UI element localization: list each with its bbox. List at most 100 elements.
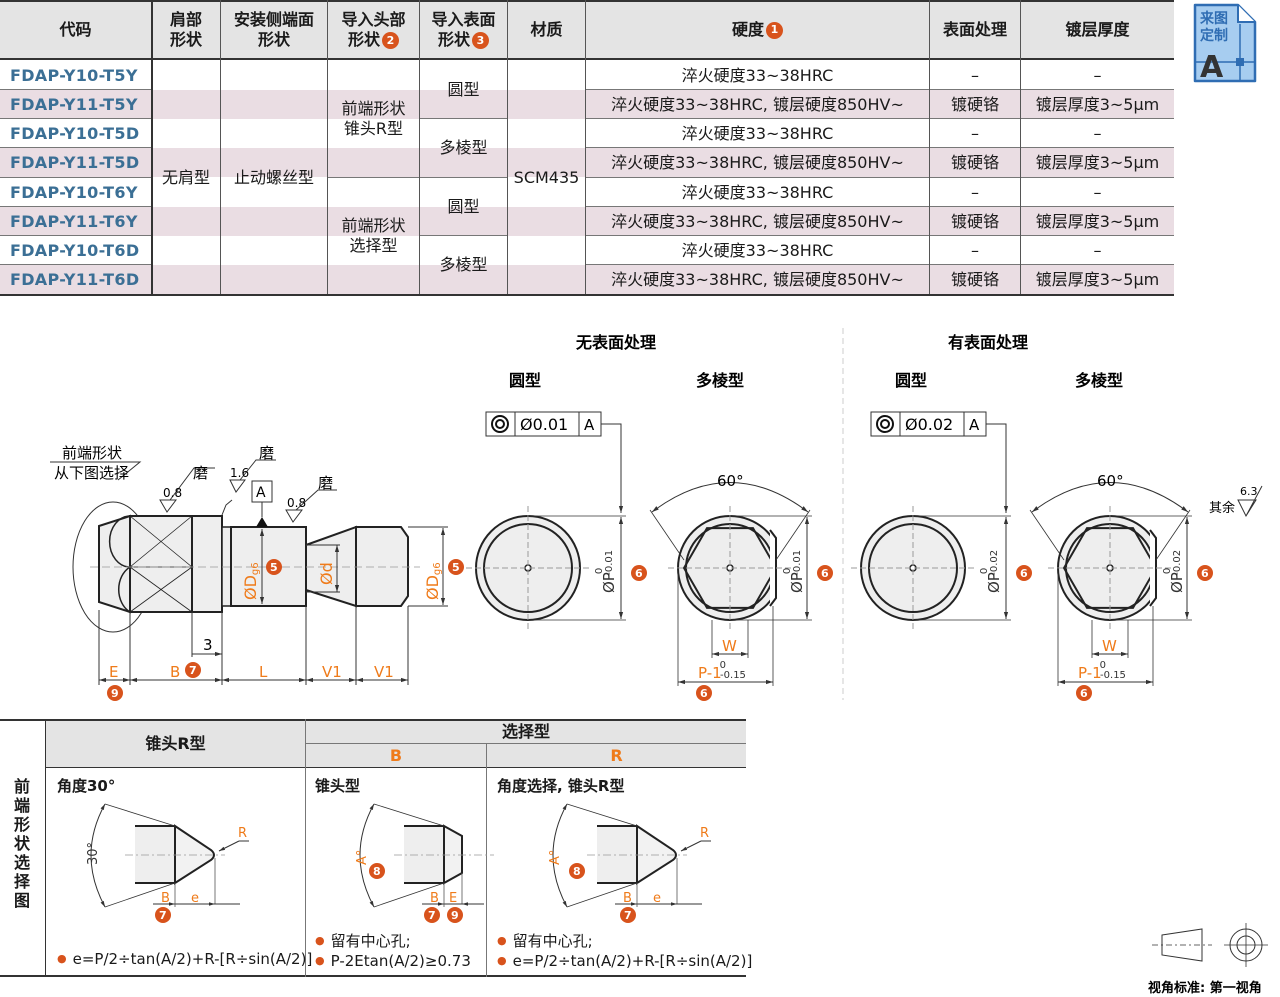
thickness-value: –: [1093, 65, 1102, 85]
dim-d: Ød: [317, 562, 336, 585]
dim-P: ØP0-0.01: [782, 550, 806, 593]
group-header-select: 选择型: [501, 722, 550, 741]
note-badge: 3: [472, 32, 489, 49]
dim-W: W: [722, 637, 737, 655]
lead-surface-value: 圆型: [447, 79, 480, 99]
badge-6: 6: [1020, 567, 1028, 580]
hardness-value: 淬火硬度33~38HRC: [681, 240, 834, 260]
dim-L: L: [259, 663, 268, 681]
thickness-value: –: [1093, 123, 1102, 143]
dim-P: ØP0-0.02: [1162, 550, 1186, 593]
note-badge: 1: [766, 21, 783, 39]
treatment-value: –: [971, 65, 979, 85]
treatment-value: 镀硬铬: [950, 269, 999, 289]
lead-surface-value: 圆型: [447, 196, 480, 216]
product-code[interactable]: FDAP-Y11-T5D: [10, 152, 140, 172]
roughness-value: 1.6: [230, 466, 249, 480]
technical-drawing: A 0.8 1.6 0.8 磨 磨 磨 前端形状 从下图选择 ØDg6 Ød Ø…: [50, 328, 1263, 701]
formula-note: e=P/2÷tan(A/2)+R-[R÷sin(A/2)]: [497, 952, 753, 970]
shape-title: 锥头型: [315, 777, 361, 795]
dim-B: B: [170, 663, 180, 681]
product-code[interactable]: FDAP-Y10-T6D: [10, 240, 140, 260]
formula-note: 留有中心孔;: [497, 930, 593, 951]
thickness-value: 镀层厚度3~5μm: [1035, 152, 1160, 172]
hardness-value: 淬火硬度33~38HRC: [681, 123, 834, 143]
lead-head-value: 前端形状 选择型: [341, 216, 406, 255]
product-code[interactable]: FDAP-Y11-T6Y: [10, 211, 138, 231]
badge-6: 6: [700, 687, 708, 700]
angle-60: 60°: [717, 472, 744, 490]
angle-label: 30°: [86, 842, 101, 865]
shape-title: 角度选择, 锥头R型: [497, 777, 625, 795]
dim-D: ØDg6: [241, 562, 261, 600]
hardness-value: 淬火硬度33~38HRC, 镀层硬度850HV~: [611, 269, 904, 289]
col-header-b: B: [389, 745, 403, 765]
badge-6: 6: [1080, 687, 1088, 700]
first-angle-projection-symbol: 视角标准: 第一视角: [1148, 923, 1268, 996]
custom-drawing-badge[interactable]: 来图 定制 A: [1192, 2, 1258, 84]
lead-surface-value: 多棱型: [439, 138, 488, 157]
treatment-value: –: [971, 123, 979, 143]
section-title: 无表面处理: [575, 333, 656, 352]
view-title: 圆型: [509, 371, 541, 390]
rest-label: 其余: [1209, 500, 1235, 516]
side-view: [72, 501, 420, 633]
hardness-value: 淬火硬度33~38HRC, 镀层硬度850HV~: [611, 94, 904, 114]
front-shape-side-title: 前端形状选择图: [13, 777, 30, 910]
angle-label: A°: [548, 850, 563, 865]
header-material: 材质: [530, 20, 563, 39]
thickness-value: 镀层厚度3~5μm: [1035, 211, 1160, 231]
hardness-value: 淬火硬度33~38HRC, 镀层硬度850HV~: [611, 211, 904, 231]
row-stripe: [0, 207, 1174, 236]
col-header-r: R: [610, 745, 623, 765]
table-header-bg: [0, 0, 1174, 60]
treatment-value: 镀硬铬: [950, 211, 999, 231]
thickness-value: 镀层厚度3~5μm: [1035, 94, 1160, 114]
section-title: 有表面处理: [948, 333, 1028, 352]
view-title: 圆型: [895, 371, 927, 390]
badge-6: 6: [635, 567, 643, 580]
view-title: 多棱型: [1075, 371, 1123, 390]
dim-P-1: P-10-0.15: [1078, 660, 1126, 682]
dim-P: ØP0-0.01: [594, 550, 618, 593]
dim-E: E: [449, 891, 457, 906]
badge-7: 7: [159, 909, 167, 922]
treatment-value: –: [971, 182, 979, 202]
dim-R: R: [700, 826, 709, 841]
product-code[interactable]: FDAP-Y10-T6Y: [10, 182, 138, 202]
treatment-value: 镀硬铬: [950, 152, 999, 172]
header-plating-thickness: 镀层厚度: [1065, 20, 1130, 39]
angle-60: 60°: [1097, 472, 1124, 490]
shape-title: 角度30°: [57, 777, 116, 795]
product-code[interactable]: FDAP-Y11-T5Y: [10, 94, 138, 114]
hardness-value: 淬火硬度33~38HRC, 镀层硬度850HV~: [611, 152, 904, 172]
dim-V1: V1: [374, 663, 394, 681]
badge-7: 7: [428, 909, 436, 922]
row-stripe: [0, 265, 1174, 294]
front-shape-table: 前端形状选择图 锥头R型 选择型 B R 角度30° 锥头型 角度选择, 锥头R…: [0, 719, 752, 977]
material-value: SCM435: [513, 167, 580, 187]
formula-note: 留有中心孔;: [315, 930, 411, 951]
product-code[interactable]: FDAP-Y10-T5Y: [10, 65, 138, 85]
treatment-value: –: [971, 240, 979, 260]
dim-B: B: [430, 891, 439, 906]
badge-8: 8: [573, 865, 581, 878]
dim-E: E: [109, 663, 118, 681]
dim-e: e: [191, 891, 199, 906]
thickness-value: –: [1093, 182, 1102, 202]
badge-5: 5: [270, 561, 278, 574]
header-mount-end: 安装侧端面 形状: [233, 10, 314, 49]
datum-label: A: [256, 485, 266, 501]
dim-3: 3: [203, 636, 213, 654]
product-code[interactable]: FDAP-Y10-T5D: [10, 123, 140, 143]
lead-head-value: 前端形状 锥头R型: [341, 99, 406, 138]
custom-badge-letter: A: [1200, 50, 1224, 84]
shoulder-value: 无肩型: [161, 167, 210, 187]
product-code[interactable]: FDAP-Y11-T6D: [10, 269, 140, 289]
dim-V1: V1: [322, 663, 342, 681]
